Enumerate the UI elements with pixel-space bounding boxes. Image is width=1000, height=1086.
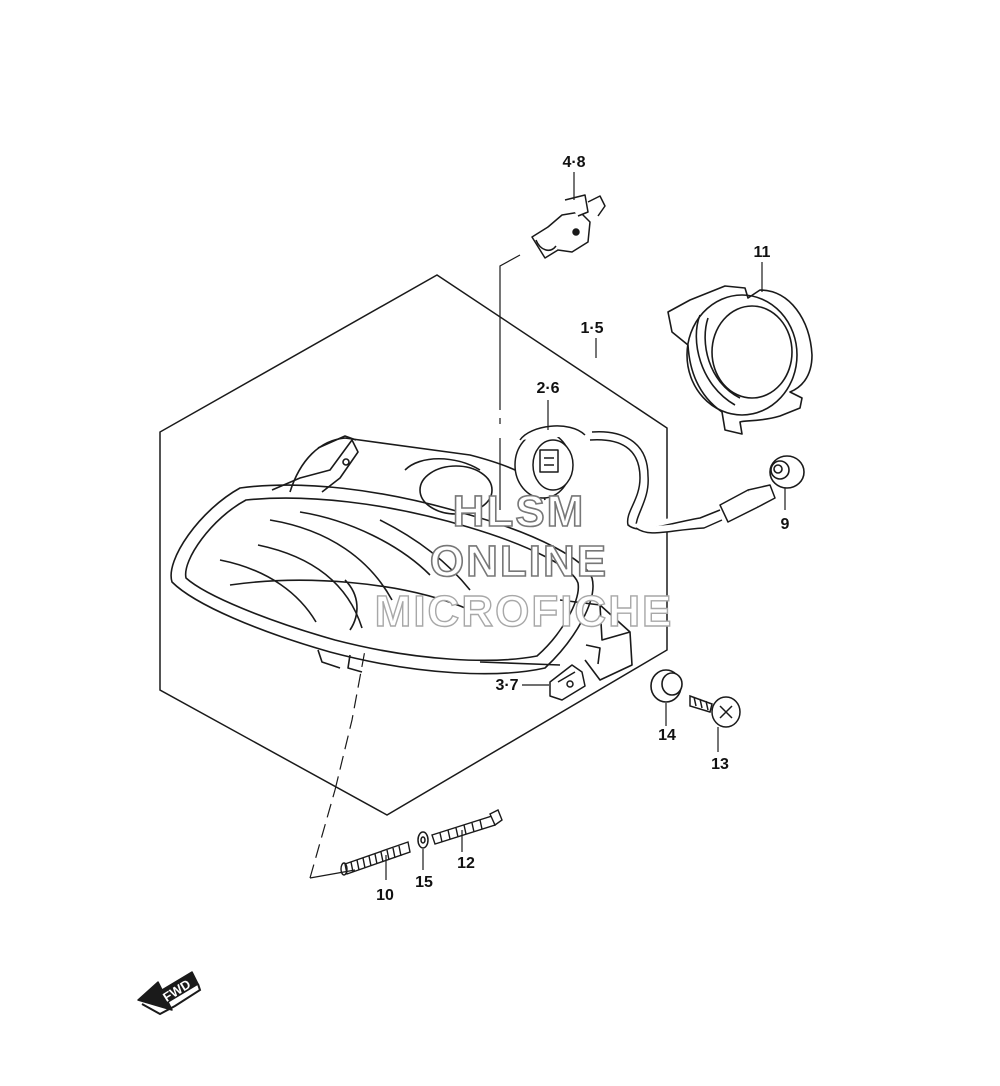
watermark-line-3: MICROFICHE — [375, 587, 674, 636]
label-part-3[interactable]: 3·7 — [495, 677, 518, 694]
watermark: HLSM ONLINE MICROFICHE — [374, 486, 674, 637]
adjuster-screw[interactable] — [431, 809, 503, 845]
watermark-line-1: HLSM — [453, 487, 586, 536]
label-part-10[interactable]: 10 — [376, 887, 394, 904]
part-labels: 4·8 11 1·5 2·6 9 3·7 14 13 12 15 10 — [376, 154, 789, 904]
label-part-13[interactable]: 13 — [711, 756, 729, 773]
rubber-grommet[interactable] — [650, 669, 683, 703]
label-part-4[interactable]: 4·8 — [562, 154, 585, 171]
clip-nut[interactable] — [549, 664, 586, 701]
label-part-2[interactable]: 2·6 — [536, 380, 559, 397]
label-part-15[interactable]: 15 — [415, 874, 433, 891]
washer[interactable] — [417, 831, 429, 849]
bulb-socket-icon[interactable] — [514, 425, 776, 534]
label-part-1[interactable]: 1·5 — [580, 320, 603, 337]
mounting-screw[interactable] — [689, 694, 741, 728]
socket-cover[interactable] — [667, 285, 813, 435]
adjuster-spring[interactable] — [340, 841, 411, 876]
fwd-arrow-icon: FWD — [137, 971, 202, 1016]
leader-lines — [309, 172, 786, 880]
headlamp-housing[interactable] — [170, 435, 633, 681]
label-part-11[interactable]: 11 — [754, 244, 771, 261]
watermark-line-2: ONLINE — [430, 537, 608, 586]
assembly-frame — [159, 274, 668, 816]
label-part-14[interactable]: 14 — [658, 727, 676, 744]
grommet[interactable] — [769, 455, 805, 489]
label-part-9[interactable]: 9 — [781, 516, 790, 533]
halogen-bulb-icon[interactable] — [531, 194, 606, 259]
label-part-12[interactable]: 12 — [457, 855, 475, 872]
